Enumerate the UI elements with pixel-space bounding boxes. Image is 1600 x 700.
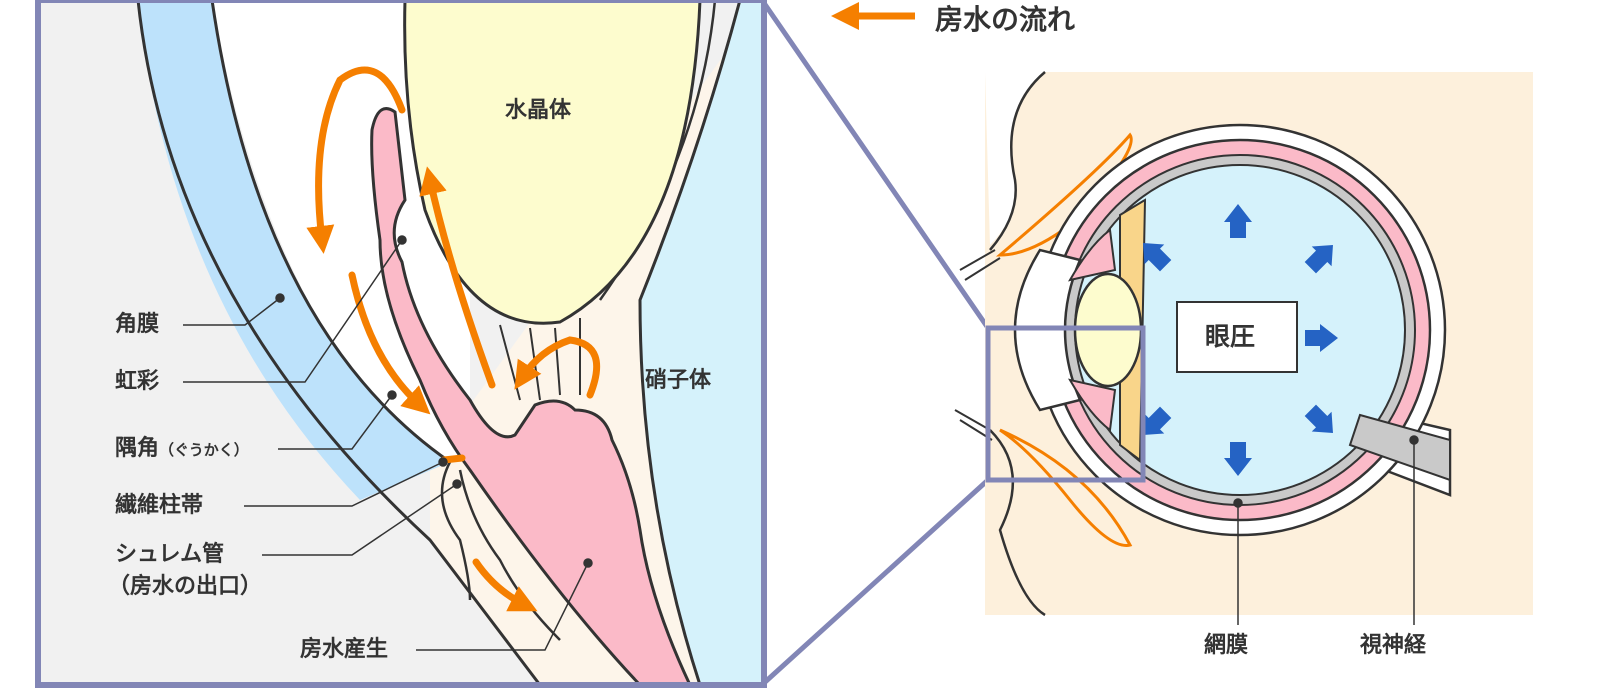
- lens: [403, 0, 702, 325]
- iris: [370, 107, 692, 685]
- label-lens: 水晶体: [505, 98, 572, 123]
- label-vitreous: 硝子体: [645, 368, 712, 393]
- detail-view: [38, 0, 764, 685]
- label-angle: 隅角（ぐうかく）: [115, 436, 249, 462]
- label-trabecular: 繊維柱帯: [115, 493, 204, 518]
- angle-reading: （ぐうかく）: [159, 441, 249, 459]
- vitreous: [638, 0, 764, 685]
- detail-frame: [35, 0, 767, 688]
- pressure-arrows: [1143, 204, 1338, 476]
- angle-name: 隅角: [115, 436, 160, 461]
- label-optic-nerve: 視神経: [1360, 633, 1427, 658]
- label-production: 房水産生: [300, 637, 389, 662]
- label-iris: 虹彩: [115, 369, 160, 394]
- label-cornea: 角膜: [115, 312, 160, 337]
- legend-label: 房水の流れ: [935, 3, 1076, 36]
- cornea: [138, 0, 450, 500]
- label-schlemm: シュレム管: [115, 542, 225, 567]
- zoom-frame: [985, 325, 1146, 483]
- label-schlemm-note: （房水の出口）: [108, 574, 263, 599]
- eye-overview: [954, 71, 1533, 625]
- label-pressure: 眼圧: [1205, 322, 1256, 351]
- label-retina: 網膜: [1204, 633, 1249, 658]
